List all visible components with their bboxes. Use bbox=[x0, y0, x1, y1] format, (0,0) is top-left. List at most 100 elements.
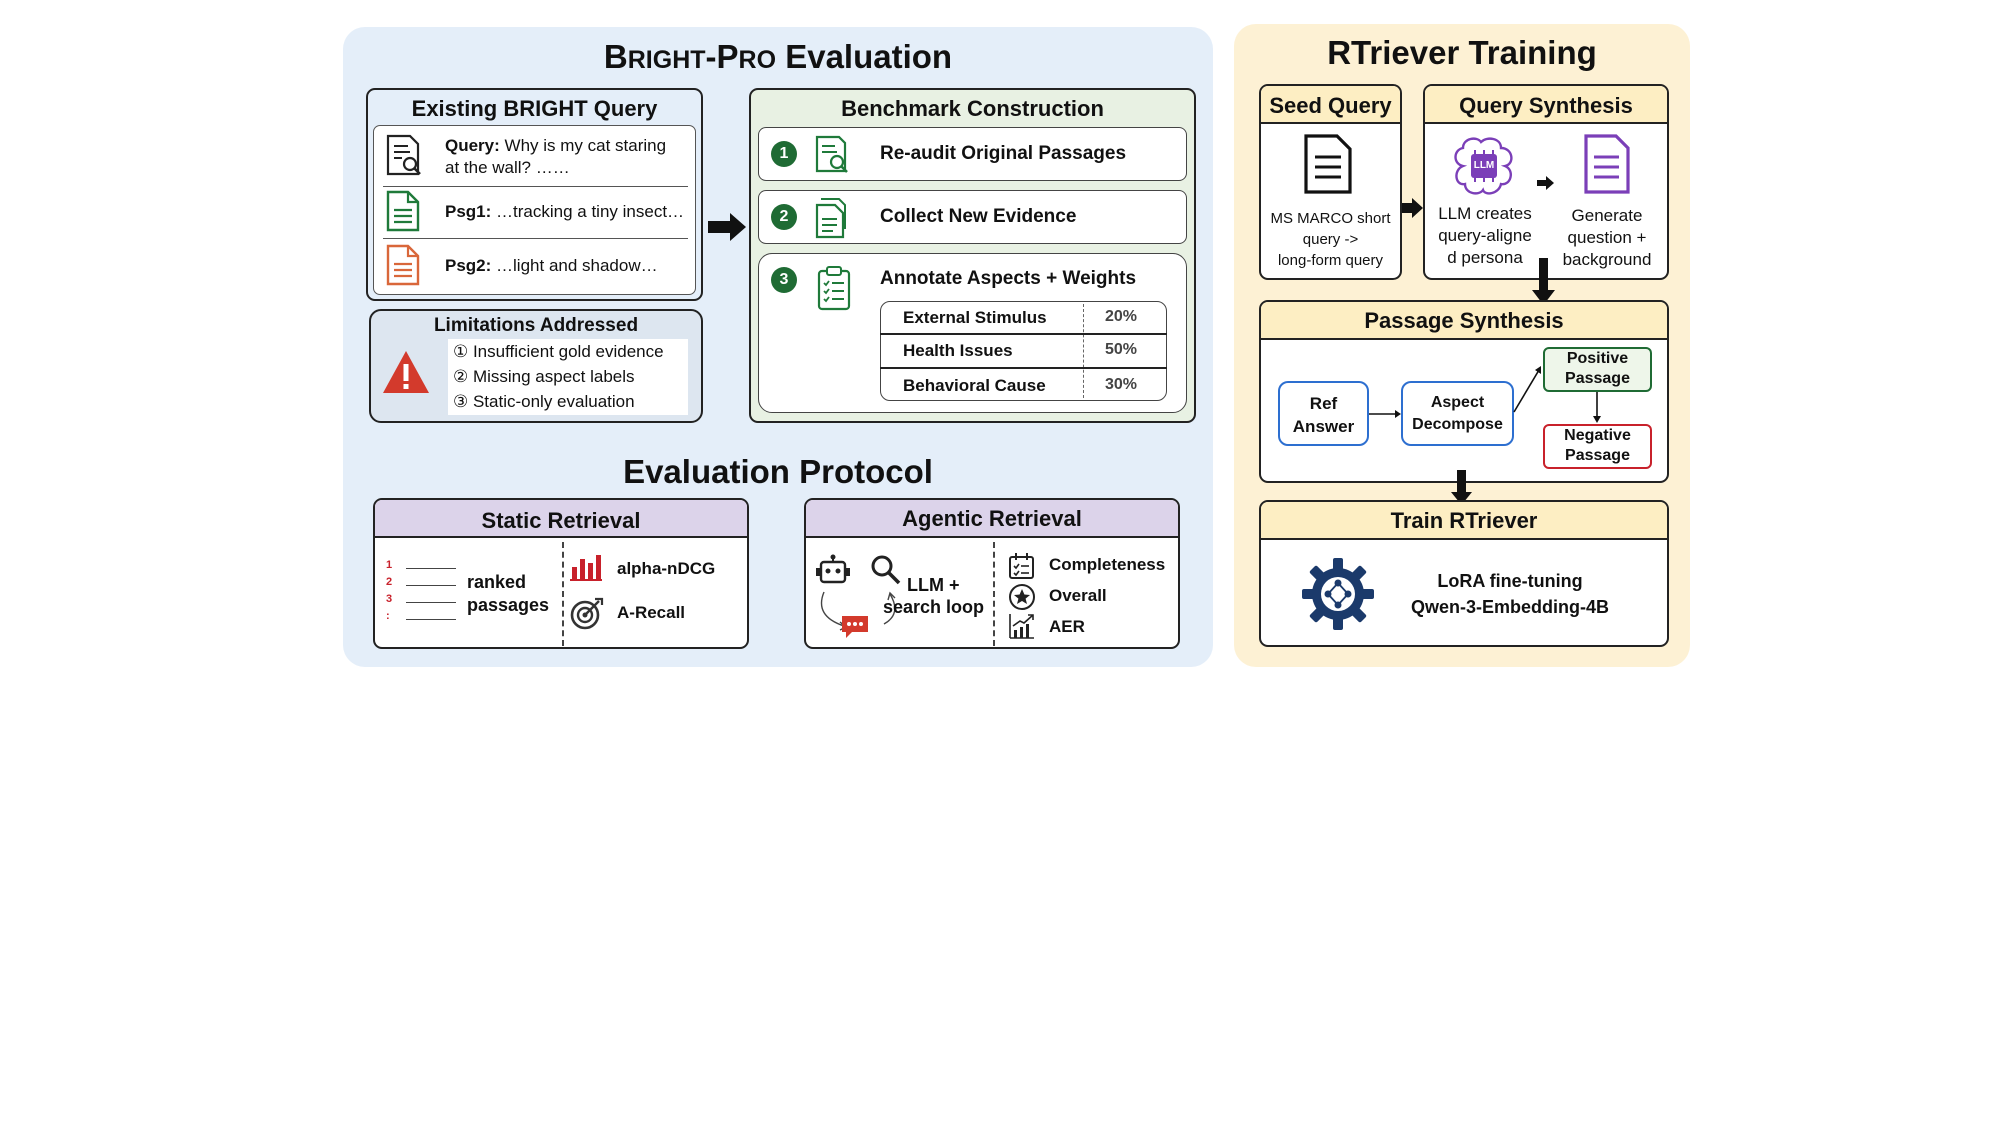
existing-query-inner bbox=[373, 125, 696, 295]
seed-query-header: Seed Query bbox=[1269, 93, 1392, 118]
ranked-label-1: ranked bbox=[467, 572, 527, 592]
aspect-weight-1: 20% bbox=[1105, 308, 1138, 325]
bright-pro-title: BRIGHT-PRO Evaluation bbox=[603, 38, 953, 75]
rank-line-2 bbox=[406, 585, 456, 586]
agentic-retrieval-header: Agentic Retrieval bbox=[902, 506, 1082, 531]
aspects-table-divider bbox=[1083, 304, 1084, 398]
step-3-label: Annotate Aspects + Weights bbox=[880, 268, 1137, 289]
static-retrieval-header-bg bbox=[375, 500, 747, 538]
psg2-line: Psg2: …light and shadow… bbox=[445, 256, 658, 275]
aspect-name-1: External Stimulus bbox=[903, 308, 1047, 327]
limitation-item-1: ① Insufficient gold evidence bbox=[453, 342, 664, 361]
step-2-label: Collect New Evidence bbox=[880, 206, 1077, 227]
arrow-down-small-icon bbox=[1593, 392, 1601, 423]
llm-brain-chip-icon bbox=[1454, 137, 1513, 195]
document-icon bbox=[1304, 134, 1352, 194]
positive-passage-node bbox=[1543, 347, 1652, 392]
evidence-documents-icon bbox=[815, 198, 846, 239]
query-line-2: at the wall? …… bbox=[445, 158, 570, 177]
static-retrieval-header: Static Retrieval bbox=[481, 508, 641, 533]
target-icon bbox=[570, 597, 604, 630]
arrow-right-icon bbox=[1537, 176, 1554, 190]
step-3-badge: 3 bbox=[771, 267, 797, 293]
agentic-divider bbox=[993, 542, 995, 646]
orange-document-icon bbox=[386, 244, 420, 286]
loop-label-1: LLM + bbox=[907, 575, 960, 595]
bar-chart-icon bbox=[570, 555, 602, 581]
star-badge-icon bbox=[1009, 584, 1035, 610]
ref-answer-node bbox=[1278, 381, 1369, 446]
purple-document-icon bbox=[1584, 134, 1630, 194]
aspect-name-3: Behavioral Cause bbox=[903, 376, 1046, 395]
arrow-down-icon bbox=[1451, 470, 1472, 505]
existing-query-header: Existing BRIGHT Query bbox=[411, 96, 658, 121]
query-synthesis-header-bg bbox=[1425, 86, 1667, 124]
trend-chart-icon bbox=[1009, 614, 1034, 639]
rank-line-3 bbox=[406, 602, 456, 603]
limitation-item-2: ② Missing aspect labels bbox=[453, 367, 635, 386]
llm-chip-label: LLM bbox=[1473, 160, 1495, 171]
clipboard-checklist-icon bbox=[817, 266, 851, 311]
metric-alpha-ndcg: alpha-nDCG bbox=[617, 559, 716, 578]
query-divider bbox=[383, 186, 688, 187]
audit-document-icon bbox=[815, 135, 848, 173]
train-rtriever-header-bg bbox=[1261, 502, 1667, 540]
search-icon bbox=[871, 555, 901, 585]
limitations-header: Limitations Addressed bbox=[433, 315, 639, 336]
arrow-right-icon bbox=[708, 213, 746, 241]
metric-completeness: Completeness bbox=[1049, 555, 1166, 574]
calendar-check-icon bbox=[1009, 553, 1034, 579]
arrow-down-icon bbox=[1532, 258, 1555, 305]
negative-passage-node bbox=[1543, 424, 1652, 469]
limitations-list bbox=[448, 339, 688, 415]
seed-query-header-bg bbox=[1261, 86, 1400, 124]
arrow-right-icon bbox=[1402, 198, 1423, 218]
static-divider bbox=[562, 542, 564, 646]
aspect-weight-3: 30% bbox=[1105, 376, 1138, 393]
step-2-badge: 2 bbox=[771, 204, 797, 230]
ranked-label-2: passages bbox=[467, 595, 550, 615]
search-document-icon bbox=[386, 134, 421, 176]
rank-line-1 bbox=[406, 568, 456, 569]
passage-synthesis-header-bg bbox=[1261, 302, 1667, 340]
psg1-line: Psg1: …tracking a tiny insect… bbox=[445, 202, 685, 221]
query-synthesis-header: Query Synthesis bbox=[1459, 93, 1633, 118]
passage-synthesis-header: Passage Synthesis bbox=[1364, 308, 1564, 333]
aspect-weight-2: 50% bbox=[1105, 341, 1138, 358]
chat-bubble-icon bbox=[842, 616, 868, 638]
aspects-table bbox=[880, 301, 1167, 401]
aspects-row-sep-1 bbox=[880, 333, 1167, 335]
aspect-name-2: Health Issues bbox=[903, 341, 1013, 360]
query-line-1: Query: Why is my cat staring bbox=[445, 136, 667, 155]
evaluation-protocol-title: Evaluation Protocol bbox=[623, 453, 933, 490]
metric-overall: Overall bbox=[1049, 586, 1107, 605]
step-1-label: Re-audit Original Passages bbox=[880, 143, 1127, 164]
train-rtriever-header: Train RTriever bbox=[1390, 508, 1538, 533]
passage-flow-arrows bbox=[1369, 366, 1541, 418]
metric-aer: AER bbox=[1049, 617, 1085, 636]
loop-label-2: search loop bbox=[883, 597, 985, 617]
robot-icon bbox=[816, 554, 850, 584]
agentic-retrieval-header-bg bbox=[806, 500, 1178, 538]
aspect-decompose-node bbox=[1401, 381, 1514, 446]
green-document-icon bbox=[386, 190, 420, 232]
rtriever-title: RTriever Training bbox=[1327, 34, 1597, 71]
rank-line-4 bbox=[406, 619, 456, 620]
aspects-row-sep-2 bbox=[880, 367, 1167, 369]
metric-a-recall: A-Recall bbox=[617, 603, 686, 622]
step-1-badge: 1 bbox=[771, 141, 797, 167]
benchmark-header: Benchmark Construction bbox=[841, 96, 1104, 121]
warning-icon bbox=[383, 351, 429, 393]
limitation-item-3: ③ Static-only evaluation bbox=[453, 392, 635, 411]
gear-network-icon bbox=[1302, 558, 1374, 630]
rank-numbers: 1 2 3 : bbox=[386, 559, 393, 622]
psg-divider bbox=[383, 238, 688, 239]
